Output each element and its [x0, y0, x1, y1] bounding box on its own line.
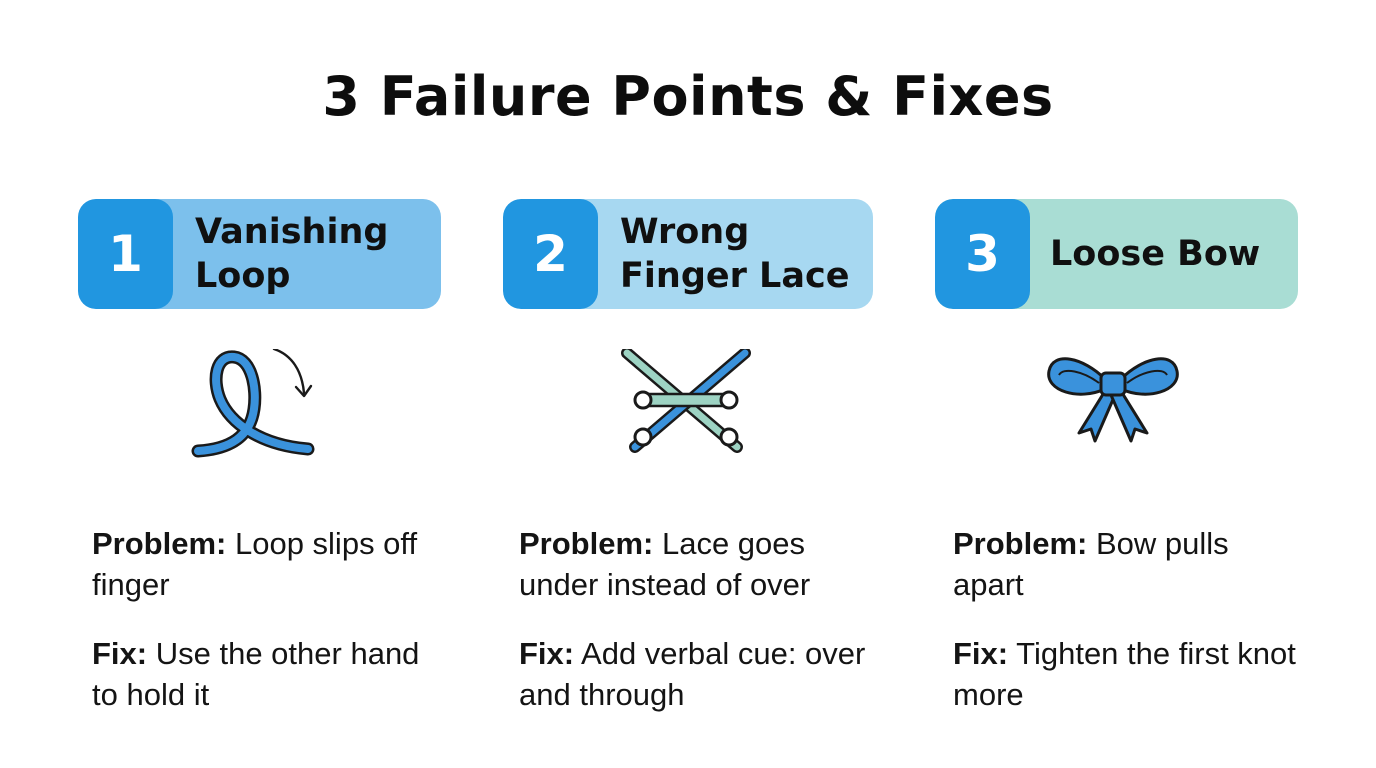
step-number-badge: 1: [78, 199, 173, 309]
page-title: 3 Failure Points & Fixes: [322, 65, 1054, 128]
fix-text: Fix: Use the other hand to hold it: [92, 636, 420, 712]
step-number-badge: 2: [503, 199, 598, 309]
bow-icon: [1047, 357, 1179, 443]
failure-point-heading: Loose Bow: [1050, 234, 1261, 274]
problem-label: Problem:: [953, 526, 1088, 561]
problem-text: Problem: Bow pulls apart: [953, 526, 1229, 602]
failure-point-heading: Wrong Finger Lace: [620, 212, 850, 296]
fix-label: Fix:: [953, 636, 1009, 671]
fix-text: Fix: Tighten the first knot more: [953, 636, 1296, 712]
failure-point-3: 3 Loose Bow Problem: Bow pulls apart: [935, 199, 1298, 719]
failure-point-header: 1 Vanishing Loop: [78, 199, 441, 309]
problem-text: Problem: Lace goes under instead of over: [519, 526, 811, 602]
problem-label: Problem:: [92, 526, 227, 561]
loop-arrow-icon: [191, 349, 315, 458]
fix-label: Fix:: [519, 636, 575, 671]
step-number-badge: 3: [935, 199, 1030, 309]
problem-text: Problem: Loop slips off finger: [92, 526, 418, 602]
failure-point-heading: Vanishing Loop: [195, 212, 389, 296]
problem-label: Problem:: [519, 526, 654, 561]
fix-text: Fix: Add verbal cue: over and through: [519, 636, 866, 712]
failure-point-header: 3 Loose Bow: [935, 199, 1298, 309]
fix-label: Fix:: [92, 636, 148, 671]
failure-point-2: 2 Wrong Finger Lace Problem: Lace goe: [503, 199, 873, 719]
failure-point-1: 1 Vanishing Loop Problem: Loop slips off…: [78, 199, 441, 719]
failure-point-header: 2 Wrong Finger Lace: [503, 199, 873, 309]
crossed-laces-icon: [621, 349, 751, 453]
